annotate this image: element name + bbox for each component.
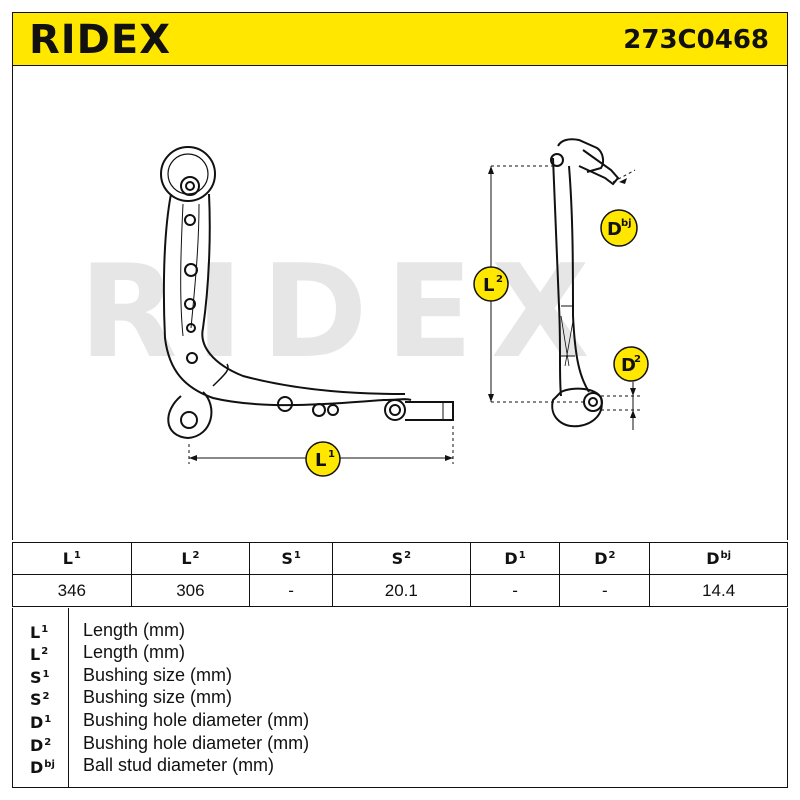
- label-d2: D 2: [613, 346, 649, 382]
- svg-text:D: D: [607, 219, 622, 240]
- legend-key: S2: [30, 690, 50, 709]
- legend-box: L1 Length (mm) L2 Length (mm) S1 Bushing…: [12, 608, 788, 788]
- specs-table: L1 L2 S1 S2 D1 D2 Dbj 346 306 - 20.1 - -…: [12, 542, 788, 607]
- spec-value-d1: -: [469, 574, 561, 607]
- watermark-logo: RIDEX: [79, 238, 608, 387]
- part-number: 273C0468: [623, 25, 769, 55]
- legend-key: Dbj: [30, 758, 55, 777]
- label-l1: L 1: [305, 441, 341, 477]
- spec-value-s1: -: [249, 574, 333, 607]
- spec-header-d1: D1: [469, 542, 561, 575]
- legend-key: L1: [30, 623, 49, 642]
- header-bar: RIDEX 273C0468: [12, 12, 788, 66]
- legend-item: S2 Bushing size (mm): [13, 686, 789, 709]
- spec-header-l1: L1: [12, 542, 132, 575]
- legend-text: Length (mm): [83, 620, 186, 640]
- spec-value-l2: 306: [130, 574, 251, 607]
- dimension-dbj: [612, 169, 636, 184]
- svg-text:2: 2: [496, 274, 503, 285]
- legend-divider: [68, 608, 69, 787]
- legend-text: Bushing size (mm): [83, 687, 233, 707]
- legend-text: Bushing hole diameter (mm): [83, 710, 310, 730]
- legend-item: L2 Length (mm): [13, 641, 789, 664]
- specs-value-row: 346 306 - 20.1 - - 14.4: [12, 574, 788, 607]
- brand-logo: RIDEX: [29, 17, 172, 63]
- svg-text:L: L: [483, 275, 494, 296]
- legend-key: L2: [30, 645, 49, 664]
- spec-header-s1: S1: [249, 542, 333, 575]
- legend-key: S1: [30, 668, 50, 687]
- svg-text:bj: bj: [621, 218, 632, 229]
- label-dbj: D bj: [600, 209, 638, 247]
- control-arm-top-view: [160, 146, 454, 440]
- spec-value-dbj: 14.4: [649, 574, 788, 607]
- legend-key: D1: [30, 713, 52, 732]
- drawing-svg: RIDEX: [79, 138, 649, 477]
- spec-header-d2: D2: [559, 542, 651, 575]
- spec-header-dbj: Dbj: [649, 542, 788, 575]
- label-l2: L 2: [473, 266, 509, 302]
- legend-text: Ball stud diameter (mm): [83, 755, 275, 775]
- legend-item: D1 Bushing hole diameter (mm): [13, 709, 789, 732]
- legend-text: Bushing hole diameter (mm): [83, 733, 310, 753]
- legend-item: L1 Length (mm): [13, 619, 789, 642]
- legend-text: Bushing size (mm): [83, 665, 233, 685]
- legend-item: S1 Bushing size (mm): [13, 664, 789, 687]
- legend-key: D2: [30, 736, 52, 755]
- legend-item: Dbj Ball stud diameter (mm): [13, 754, 789, 777]
- svg-text:2: 2: [634, 354, 641, 365]
- legend-item: D2 Bushing hole diameter (mm): [13, 732, 789, 755]
- specs-header-row: L1 L2 S1 S2 D1 D2 Dbj: [12, 542, 788, 575]
- spec-header-l2: L2: [130, 542, 251, 575]
- technical-drawing: RIDEX: [12, 66, 788, 540]
- svg-text:L: L: [315, 450, 326, 471]
- legend-text: Length (mm): [83, 642, 186, 662]
- spec-value-d2: -: [559, 574, 651, 607]
- spec-header-s2: S2: [331, 542, 471, 575]
- dimension-d2: [601, 382, 641, 430]
- svg-text:1: 1: [328, 449, 335, 460]
- control-arm-side-view: [550, 138, 620, 428]
- svg-text:D: D: [621, 355, 636, 376]
- spec-value-s2: 20.1: [331, 574, 471, 607]
- spec-value-l1: 346: [12, 574, 132, 607]
